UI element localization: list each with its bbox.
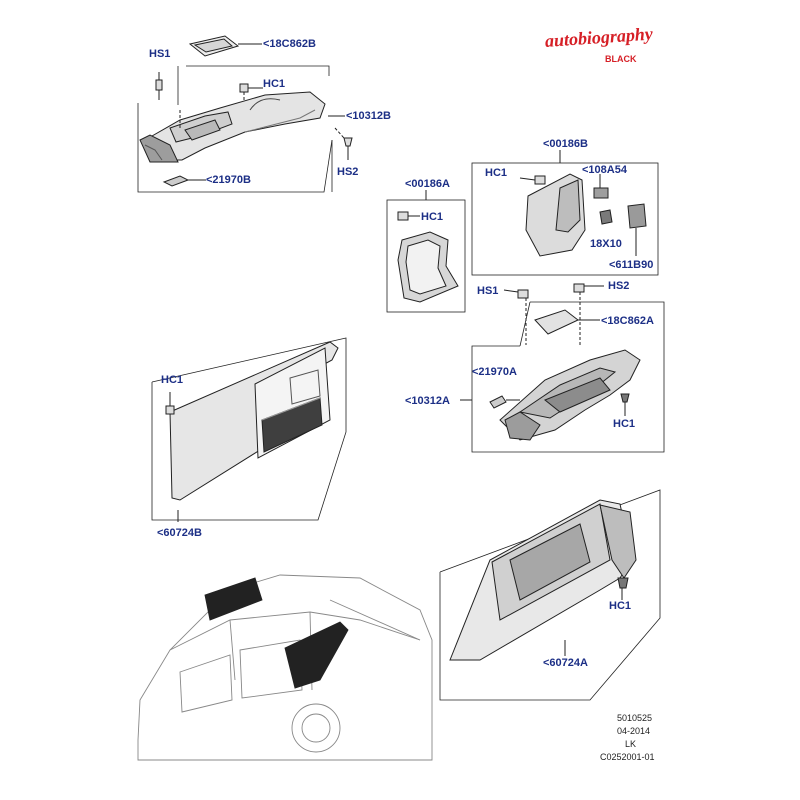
assembly-60724a — [439, 489, 661, 701]
vehicle-outline — [137, 574, 433, 761]
callout-10312b: <10312B — [346, 110, 391, 122]
callout-00186a: <00186A — [405, 178, 450, 190]
footer-date: 04-2014 — [617, 726, 651, 736]
callout-hc1-00186b: HC1 — [485, 167, 508, 179]
brand-edition: BLACK — [605, 54, 637, 64]
callout-00186b: <00186B — [543, 138, 588, 150]
callout-hs1-top: HS1 — [149, 48, 171, 60]
callout-hc1-right-panel: HC1 — [609, 600, 632, 612]
hs1-clip-top — [155, 72, 163, 100]
callout-10312a: <10312A — [405, 395, 450, 407]
callout-60724b: <60724B — [157, 527, 202, 539]
callout-21970a: <21970A — [472, 366, 517, 378]
assembly-10312b — [137, 35, 353, 193]
callout-108a54: <108A54 — [582, 164, 627, 176]
callout-611b90: <611B90 — [609, 259, 654, 271]
callout-18c862a: <18C862A — [601, 315, 654, 327]
assembly-10312a — [460, 283, 665, 453]
callout-18x10: 18X10 — [590, 238, 622, 250]
callout-hc1-top: HC1 — [263, 78, 286, 90]
hs2-clip-top — [334, 127, 353, 160]
callout-60724a: <60724A — [543, 657, 588, 669]
callout-hc1-mid: HC1 — [613, 418, 636, 430]
footer-code: 5010525 — [617, 713, 653, 723]
assembly-60724b — [151, 337, 347, 522]
assembly-00186a — [386, 190, 466, 313]
callout-hc1-00186a: HC1 — [421, 211, 444, 223]
callout-hs2-mid: HS2 — [608, 280, 630, 292]
callout-hs1-mid: HS1 — [477, 285, 499, 297]
footer-initials: LK — [625, 739, 637, 749]
callout-18c862b: <18C862B — [263, 38, 316, 50]
callout-hs2-top: HS2 — [337, 166, 359, 178]
footer-drawing-id: C0252001-01 — [600, 752, 655, 762]
assembly-00186b — [471, 150, 659, 276]
callout-21970b: <21970B — [206, 174, 251, 186]
callout-hc1-left-panel: HC1 — [161, 374, 184, 386]
